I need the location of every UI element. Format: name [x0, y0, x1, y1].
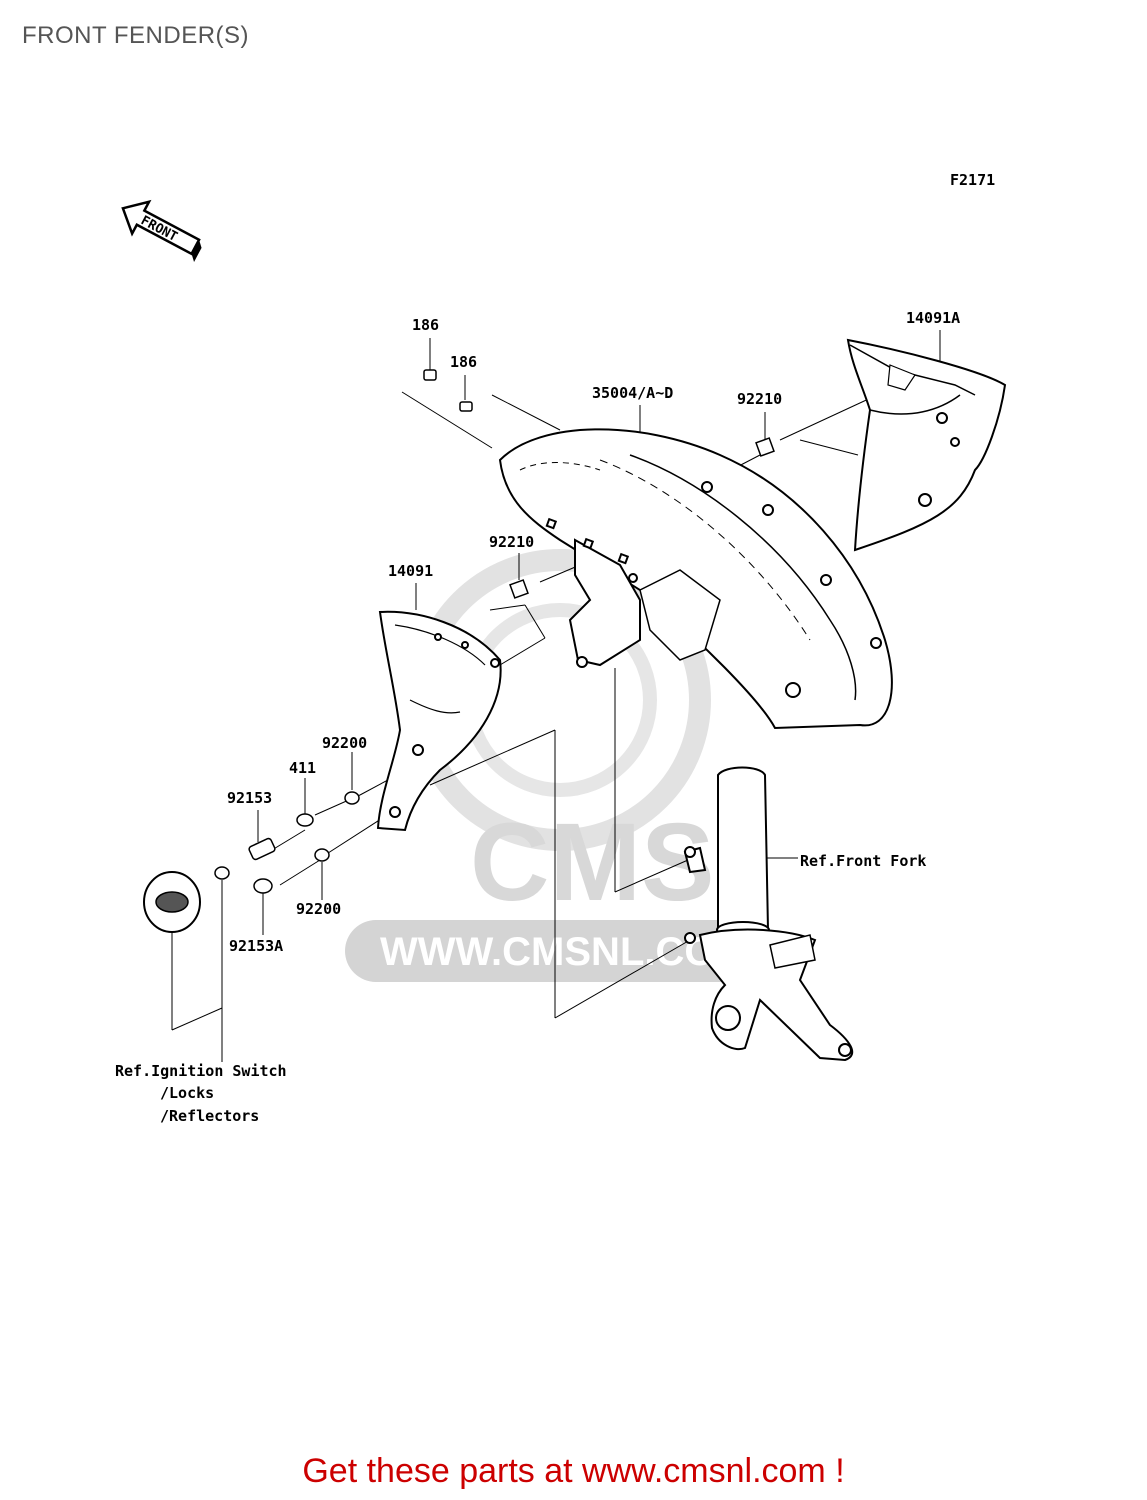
bolt-186-b-icon [459, 401, 473, 412]
label-186-a: 186 [412, 316, 439, 334]
reference-labels: Ref.Front Fork Ref.Ignition Switch /Lock… [115, 852, 926, 1125]
washer-92200-b-icon [314, 848, 330, 862]
bolt-92153-icon [248, 837, 276, 861]
part-labels: 186 186 35004/A~D 92210 14091A 92210 140… [227, 309, 960, 955]
clip-92210-b-icon [509, 579, 529, 599]
label-35004: 35004/A~D [592, 384, 673, 402]
front-fender-35004 [498, 428, 893, 730]
ref-ignition-line2: /Locks [160, 1084, 214, 1102]
front-arrow: FRONT [121, 199, 202, 262]
bolt-186-a-icon [423, 369, 437, 381]
page-title: FRONT FENDER(S) [22, 22, 250, 49]
label-14091A: 14091A [906, 309, 960, 327]
side-cover-14091A [846, 338, 1007, 552]
label-92210-a: 92210 [737, 390, 782, 408]
washer-92200-a-icon [344, 791, 360, 805]
label-92153A: 92153A [229, 937, 283, 955]
reflector-emblem-icon [155, 891, 189, 913]
clip-92210-a-icon [755, 437, 775, 457]
front-cover-14091 [376, 610, 502, 832]
ref-front-fork: Ref.Front Fork [800, 852, 926, 870]
label-411: 411 [289, 759, 316, 777]
cta-link[interactable]: Get these parts at www.cmsnl.com ! [302, 1452, 845, 1490]
label-92210-b: 92210 [489, 533, 534, 551]
label-92200-b: 92200 [296, 900, 341, 918]
label-14091: 14091 [388, 562, 433, 580]
fasteners [143, 369, 775, 933]
ref-ignition-line1: Ref.Ignition Switch [115, 1062, 287, 1080]
washer-411-icon [296, 813, 314, 827]
label-186-b: 186 [450, 353, 477, 371]
watermark-logo: CMS [470, 801, 714, 924]
front-arrow-shadow [191, 239, 202, 262]
nut-icon [214, 866, 230, 880]
ref-ignition-line3: /Reflectors [160, 1107, 259, 1125]
screw-92153A-icon [253, 878, 273, 894]
label-92153: 92153 [227, 789, 272, 807]
figure-code: F2171 [950, 171, 995, 189]
front-fork [683, 766, 854, 1062]
label-92200-a: 92200 [322, 734, 367, 752]
